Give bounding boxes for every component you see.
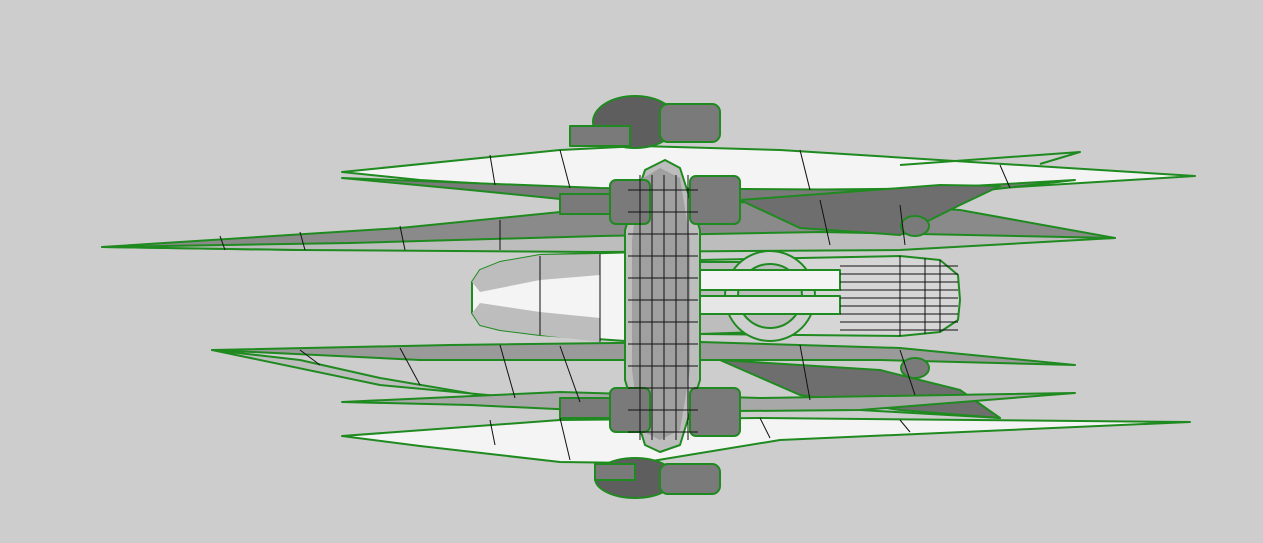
mesh-edge (299, 231, 306, 251)
mesh-edge (489, 419, 496, 446)
mesh-edge (559, 417, 571, 461)
lower-pods (559, 357, 930, 499)
mesh-edge (559, 345, 581, 403)
mesh-edge (399, 347, 421, 386)
mesh-edge (219, 235, 226, 251)
mesh-wire-lines (219, 149, 1011, 461)
mesh-edge (999, 164, 1011, 189)
fuselage-rear-engine (699, 250, 961, 342)
mesh-edge (759, 417, 771, 439)
mesh-edge (899, 349, 916, 396)
mesh-edge (559, 149, 571, 189)
mesh-edge (799, 149, 811, 191)
mesh-edge (819, 199, 831, 246)
fuselage-front (471, 251, 641, 343)
upper-rear-wing (341, 145, 1196, 206)
mesh-edge (299, 349, 321, 366)
mesh-edge (799, 344, 811, 401)
upper-pods (559, 95, 930, 237)
mesh-edge (399, 225, 406, 251)
mesh-edge (899, 419, 911, 433)
mesh-edge (489, 154, 496, 186)
lower-rear-wing (341, 391, 1191, 464)
mesh-edge (499, 344, 516, 399)
upper-spike-wing (101, 184, 1116, 253)
mesh-edge (899, 204, 906, 246)
